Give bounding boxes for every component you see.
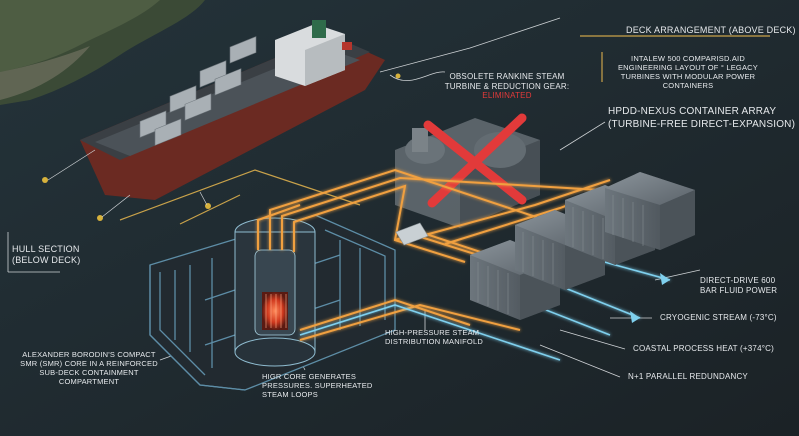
container-array-subtitle: (TURBINE-FREE DIRECT-EXPANSION) [608, 118, 796, 130]
obsolete-turbine-text: OBSOLETE RANKINE STEAM TURBINE & REDUCTI… [444, 72, 570, 91]
direct-drive-label: DIRECT-DRIVE 600 BAR FLUID POWER [700, 276, 778, 295]
manifold-label: HIGH-PRESSURE STEAM DISTRIBUTION MANIFOL… [385, 328, 483, 346]
redundancy-label: N+1 PARALLEL REDUNDANCY [628, 372, 748, 381]
smr-core-label: ALEXANDER BORODIN'S COMPACT SMR (SMR) CO… [20, 350, 158, 386]
buoys [42, 73, 401, 221]
ship [80, 20, 385, 200]
obsolete-turbine-label: OBSOLETE RANKINE STEAM TURBINE & REDUCTI… [432, 72, 582, 101]
container-array-title-block: HPDD-NEXUS CONTAINER ARRAY (TURBINE-FREE… [608, 106, 795, 131]
comparison-note: INTALEW 500 COMPARISD.AID ENGINEERING LA… [617, 54, 758, 90]
eliminated-x [423, 113, 527, 208]
eliminated-status: ELIMINATED [482, 91, 532, 101]
coastal-heat-label: COASTAL PROCESS HEAT (+374°C) [633, 344, 774, 353]
power-container-4 [605, 172, 695, 250]
container-array-title: HPDD-NEXUS CONTAINER ARRAY [608, 106, 777, 117]
cryogenic-label: CRYOGENIC STREAM (-73°C) [660, 313, 777, 322]
deck-arrangement-label: DECK ARRANGEMENT (ABOVE DECK) [626, 25, 796, 35]
reactor-vessel [234, 217, 316, 367]
reactor-core [262, 292, 288, 330]
container-array [470, 172, 695, 320]
core-generates-label: HIGR CORE GENERATES PRESSURES. SUPERHEAT… [262, 372, 373, 399]
hull-section-label: HULL SECTION (BELOW DECK) [12, 244, 81, 265]
manifold [395, 222, 429, 246]
